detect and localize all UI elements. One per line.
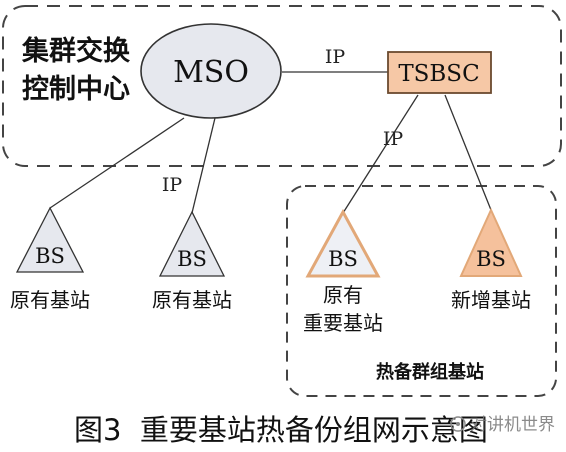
control-center-region [2, 5, 562, 167]
bs3-caption-line2: 重要基站 [303, 311, 383, 335]
hot-group-label: 热备群组基站 [376, 361, 484, 383]
bs3-label: BS [328, 247, 358, 271]
watermark: 对讲机世界 [450, 415, 555, 435]
bs2-triangle [158, 210, 226, 277]
bs4-triangle [459, 207, 523, 277]
connection-lines [49, 71, 492, 214]
bs3-caption-line1: 原有 [323, 283, 363, 307]
msc-label: MSO [173, 55, 249, 90]
bs1-triangle [15, 206, 85, 273]
bs3-triangle [305, 208, 381, 278]
bs4-label: BS [476, 247, 506, 271]
tsbsc-label: TSBSC [398, 61, 479, 87]
tsbsc-node [387, 51, 492, 94]
bs2-caption: 原有基站 [152, 288, 232, 312]
bs1-caption: 原有基站 [10, 288, 90, 312]
figure-caption: 图3 重要基站热备份组网示意图 [74, 413, 488, 447]
watermark-text: 对讲机世界 [470, 415, 555, 435]
bs2-label: BS [177, 247, 207, 271]
msc-node [140, 23, 282, 119]
watermark-icon-dot [456, 422, 460, 426]
bs4-caption: 新增基站 [451, 288, 531, 312]
hot-standby-group-region [286, 185, 557, 397]
link-tsbsc-bs4 [444, 94, 492, 211]
ip-label-right: IP [383, 128, 404, 150]
watermark-icon [450, 416, 466, 432]
bs1-label: BS [35, 244, 65, 268]
control-center-label-line2: 控制中心 [22, 74, 130, 105]
link-msc-bs2 [191, 117, 216, 214]
link-tsbsc-bs3 [342, 94, 419, 214]
ip-label-left: IP [162, 174, 183, 196]
ip-label-top: IP [325, 46, 346, 68]
link-msc-bs1 [49, 117, 185, 209]
control-center-label-line1: 集群交换 [21, 35, 131, 67]
